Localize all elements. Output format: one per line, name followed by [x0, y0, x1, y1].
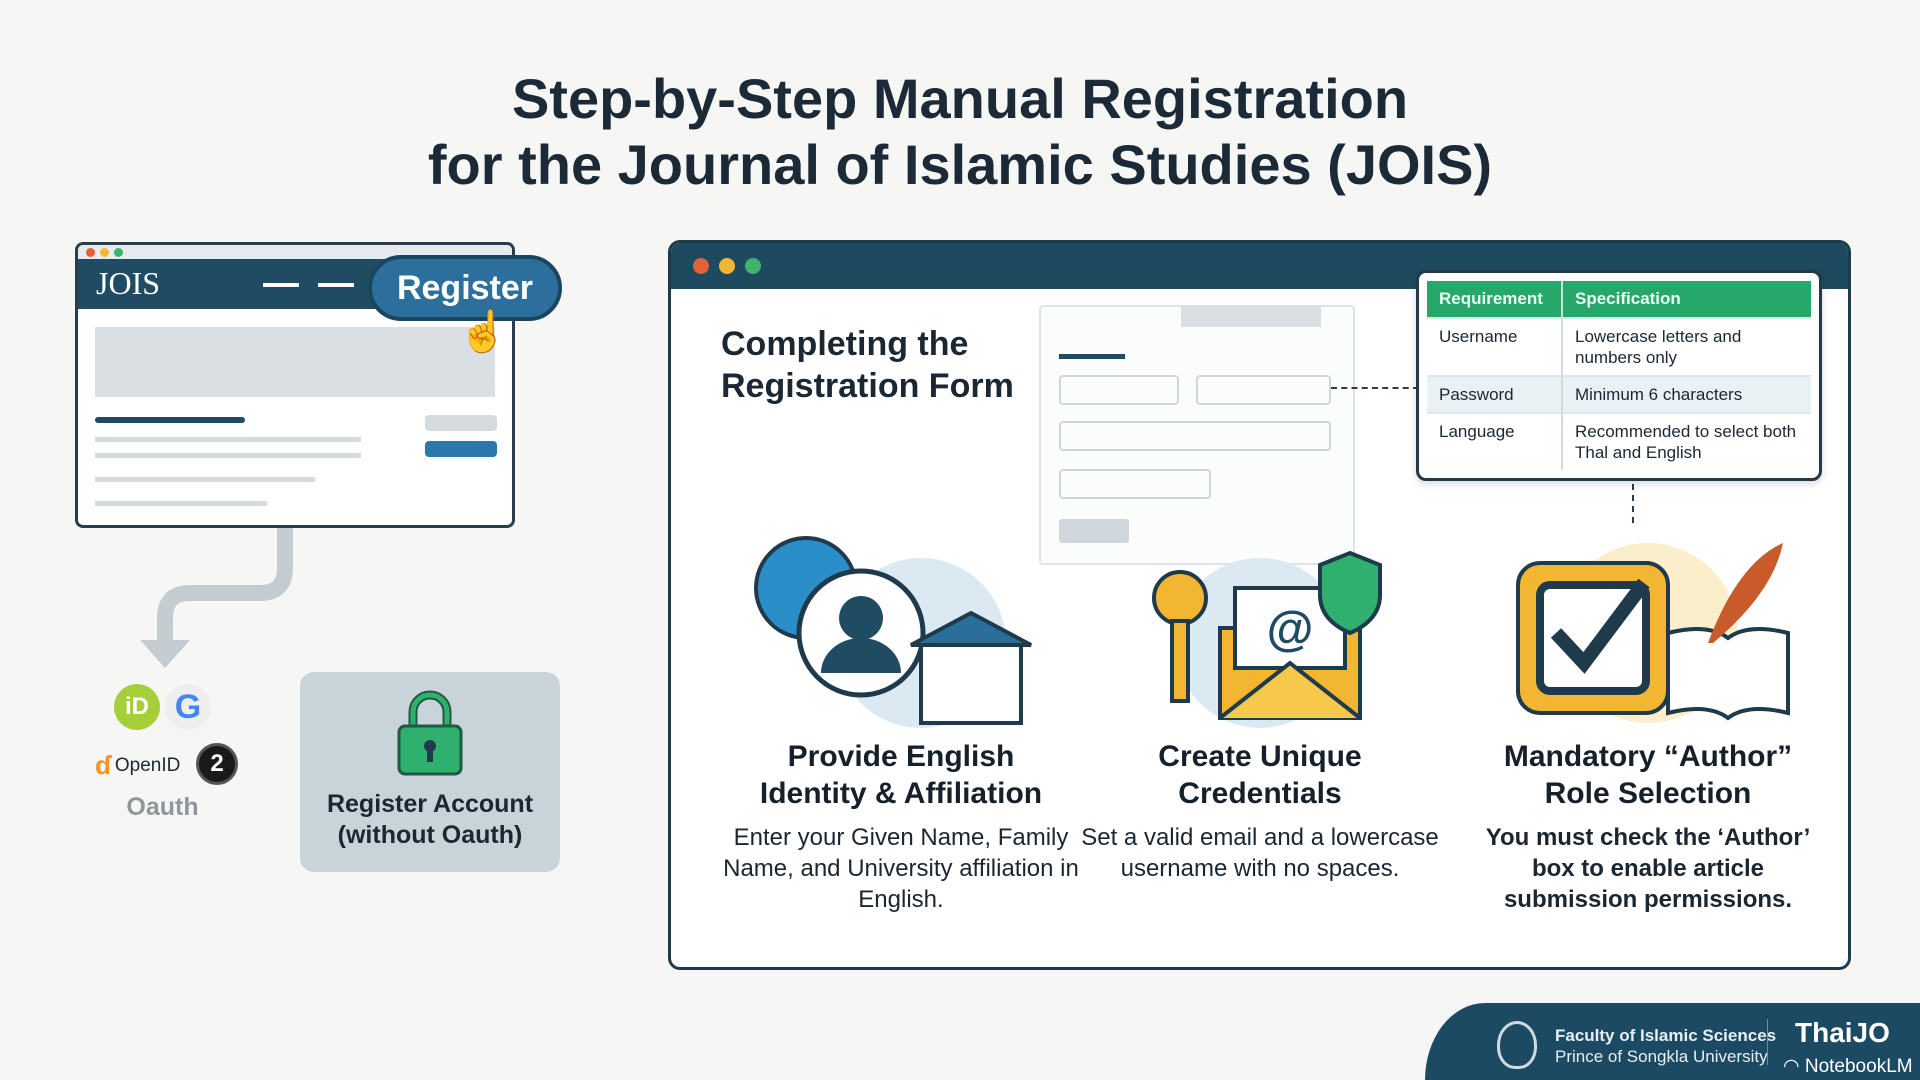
orcid-icon: iD [114, 684, 160, 730]
registration-panel: Completing the Registration Form Provide… [668, 240, 1851, 970]
table-cell: Password [1427, 375, 1563, 413]
table-cell: Language [1427, 412, 1563, 470]
notebooklm-logo: ◠ NotebookLM [1783, 1056, 1913, 1077]
identity-affiliation-icon [754, 536, 1032, 728]
thaijo-logo: ThaiJO [1795, 1017, 1890, 1048]
oauth2-icon: 2 [196, 743, 238, 785]
arrow-down-icon [140, 528, 293, 668]
svg-text:@: @ [1267, 603, 1314, 656]
university-seal-icon [1497, 1021, 1537, 1069]
panel-heading: Completing the Registration Form [721, 325, 1014, 405]
footer-banner: Faculty of Islamic Sciences Prince of So… [1425, 1003, 1920, 1080]
register-account-button[interactable]: Register Account (without Oauth) [300, 672, 560, 872]
table-cell: Recommended to select both Thal and Engl… [1562, 412, 1811, 470]
table-header: Specification [1562, 281, 1811, 318]
page-title: Step-by-Step Manual Registration for the… [427, 67, 1493, 196]
oauth-label: Oauth [126, 793, 199, 821]
key-email-shield-icon: @ [1152, 550, 1382, 728]
table-header: Requirement [1427, 281, 1563, 318]
table-cell: Minimum 6 characters [1562, 375, 1811, 413]
checkbox-book-icon [1516, 543, 1790, 723]
table-cell: Lowercase letters and numbers only [1562, 317, 1811, 376]
lock-icon [397, 690, 463, 776]
google-icon: G [165, 684, 211, 730]
form-mockup [1039, 305, 1355, 565]
step-author-role: Mandatory “Author”Role Selection You mus… [1468, 533, 1828, 915]
register-button[interactable]: Register [368, 255, 562, 321]
table-cell: Username [1427, 317, 1563, 376]
hand-cursor-icon: ☝ [458, 310, 508, 354]
